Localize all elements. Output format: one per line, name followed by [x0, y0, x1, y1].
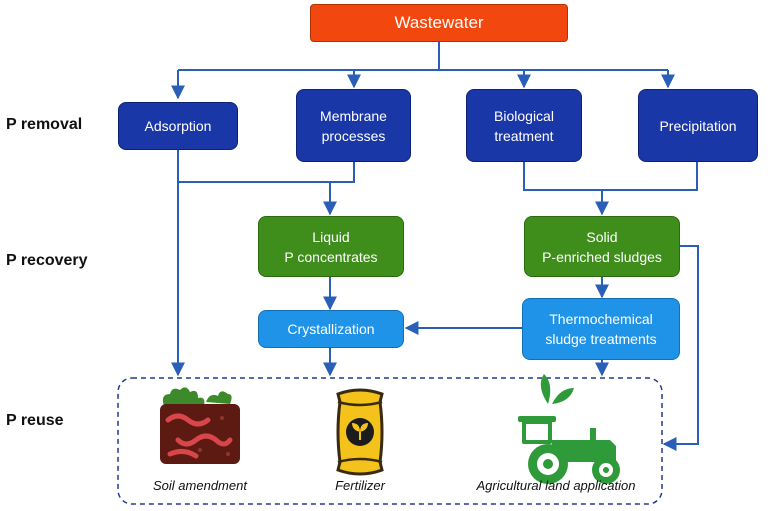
connectors [171, 42, 699, 451]
adsorption-box: Adsorption [118, 102, 238, 150]
precipitation-box: Precipitation [638, 89, 758, 162]
biological-treatment-box: Biological treatment [466, 89, 582, 162]
fertilizer-bag-icon [336, 388, 384, 476]
membrane-processes-box: Membrane processes [296, 89, 411, 162]
wastewater-box: Wastewater [310, 4, 568, 42]
crystallization-box: Crystallization [258, 310, 404, 348]
reuse-container [117, 377, 663, 505]
thermochemical-box: Thermochemical sludge treatments [522, 298, 680, 360]
stage-label-removal: P removal [6, 116, 83, 133]
tractor-icon [518, 374, 620, 484]
solid-p-enriched-sludges-box: Solid P-enriched sludges [524, 216, 680, 277]
stage-label-reuse: P reuse [6, 412, 64, 429]
fertilizer-caption: Fertilizer [335, 478, 385, 493]
stage-label-recovery: P recovery [6, 252, 88, 269]
soil-amendment-caption: Soil amendment [153, 478, 247, 493]
liquid-p-concentrates-box: Liquid P concentrates [258, 216, 404, 277]
soil-with-worms-icon [160, 387, 240, 464]
agricultural-land-application-caption: Agricultural land application [476, 478, 636, 493]
